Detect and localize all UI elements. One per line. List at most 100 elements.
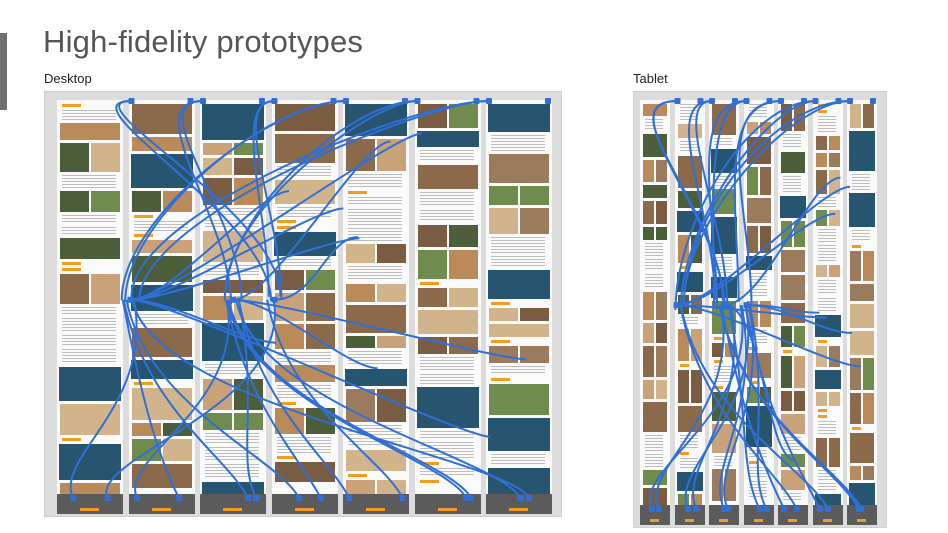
photo-thumbnail [60, 143, 89, 172]
link-node [526, 495, 533, 501]
cta-button [62, 262, 81, 265]
text-lines [714, 138, 732, 146]
flow-link [695, 100, 729, 308]
link-node [725, 506, 732, 512]
flow-link [728, 304, 761, 510]
flow-link [232, 140, 391, 301]
link-node [200, 98, 206, 104]
photo-thumbnail [863, 358, 874, 390]
text-lines [491, 135, 545, 151]
photo-thumbnail [781, 250, 805, 272]
photo-thumbnail [60, 274, 89, 304]
cta-button [419, 480, 439, 483]
text-lines [133, 221, 188, 231]
footer-cta-bar [857, 519, 866, 522]
link-node [816, 506, 823, 512]
photo-thumbnail [863, 251, 874, 281]
text-lines [348, 174, 402, 188]
photo-thumbnail [131, 240, 192, 253]
flow-link [225, 299, 322, 499]
text-lines [817, 116, 836, 133]
photo-thumbnail [690, 370, 702, 403]
photo-thumbnail [656, 160, 667, 182]
link-node [517, 495, 524, 501]
photo-thumbnail [417, 337, 447, 354]
photo-thumbnail [815, 346, 827, 367]
text-lines [62, 227, 116, 235]
photo-thumbnail [489, 208, 518, 234]
footer-cta-bar [437, 508, 457, 511]
text-lines [348, 228, 402, 241]
flow-link [124, 100, 347, 303]
cta-button [276, 456, 296, 459]
photo-thumbnail [746, 122, 758, 134]
flow-link [679, 304, 829, 510]
cta-button [133, 215, 153, 218]
photo-thumbnail [91, 191, 120, 212]
text-lines [419, 150, 474, 162]
photo-thumbnail [759, 387, 771, 403]
footer-cta-bar [650, 519, 659, 522]
link-node [674, 98, 681, 104]
link-node [812, 98, 819, 104]
flow-link [655, 304, 725, 510]
tablet-screen-1 [640, 100, 670, 525]
link-node [763, 506, 770, 512]
photo-thumbnail [863, 104, 874, 128]
flow-link [682, 100, 851, 307]
photo-thumbnail [759, 167, 771, 195]
link-node [127, 296, 134, 303]
link-node [271, 98, 278, 104]
text-lines [852, 174, 870, 190]
link-node [271, 296, 278, 303]
content-panel [780, 196, 806, 218]
flow-link [134, 299, 230, 499]
flow-link [684, 304, 750, 510]
photo-thumbnail [448, 288, 478, 307]
photo-thumbnail [643, 185, 667, 198]
link-node [870, 98, 876, 104]
link-node [486, 98, 492, 104]
footer-cta-bar [223, 508, 242, 511]
flow-link [223, 100, 418, 301]
photo-thumbnail [712, 343, 723, 357]
flow-link [648, 304, 744, 510]
tablet-screen-7 [847, 100, 877, 525]
flow-link [274, 236, 358, 301]
photo-thumbnail [746, 137, 771, 164]
photo-thumbnail [520, 308, 549, 321]
photo-thumbnail [850, 433, 874, 463]
photo-thumbnail [850, 284, 874, 301]
text-lines [817, 280, 836, 295]
text-lines [419, 357, 474, 371]
photo-thumbnail [815, 265, 827, 277]
cta-button [714, 386, 723, 389]
cta-button [62, 438, 81, 441]
text-lines [783, 493, 801, 502]
cta-button [133, 234, 153, 237]
text-lines [276, 352, 331, 362]
flow-link [708, 100, 747, 310]
slide-accent-bar [0, 33, 7, 110]
desktop-screen-7 [486, 100, 552, 514]
text-lines [62, 175, 116, 188]
content-panel [849, 131, 875, 171]
photo-thumbnail [643, 380, 654, 399]
link-node [648, 506, 655, 512]
flow-link [130, 190, 290, 301]
photo-thumbnail [863, 393, 874, 424]
photo-thumbnail [305, 324, 335, 349]
photo-thumbnail [377, 284, 406, 302]
text-lines [62, 307, 116, 315]
cta-button [817, 415, 827, 418]
text-lines [817, 298, 836, 312]
text-lines [419, 374, 474, 384]
photo-thumbnail [203, 280, 263, 293]
photo-thumbnail [448, 250, 478, 279]
photo-thumbnail [377, 244, 406, 263]
link-node [259, 98, 265, 104]
link-node [245, 495, 252, 501]
photo-thumbnail [725, 469, 736, 501]
text-lines [348, 351, 402, 366]
text-lines [645, 454, 663, 467]
